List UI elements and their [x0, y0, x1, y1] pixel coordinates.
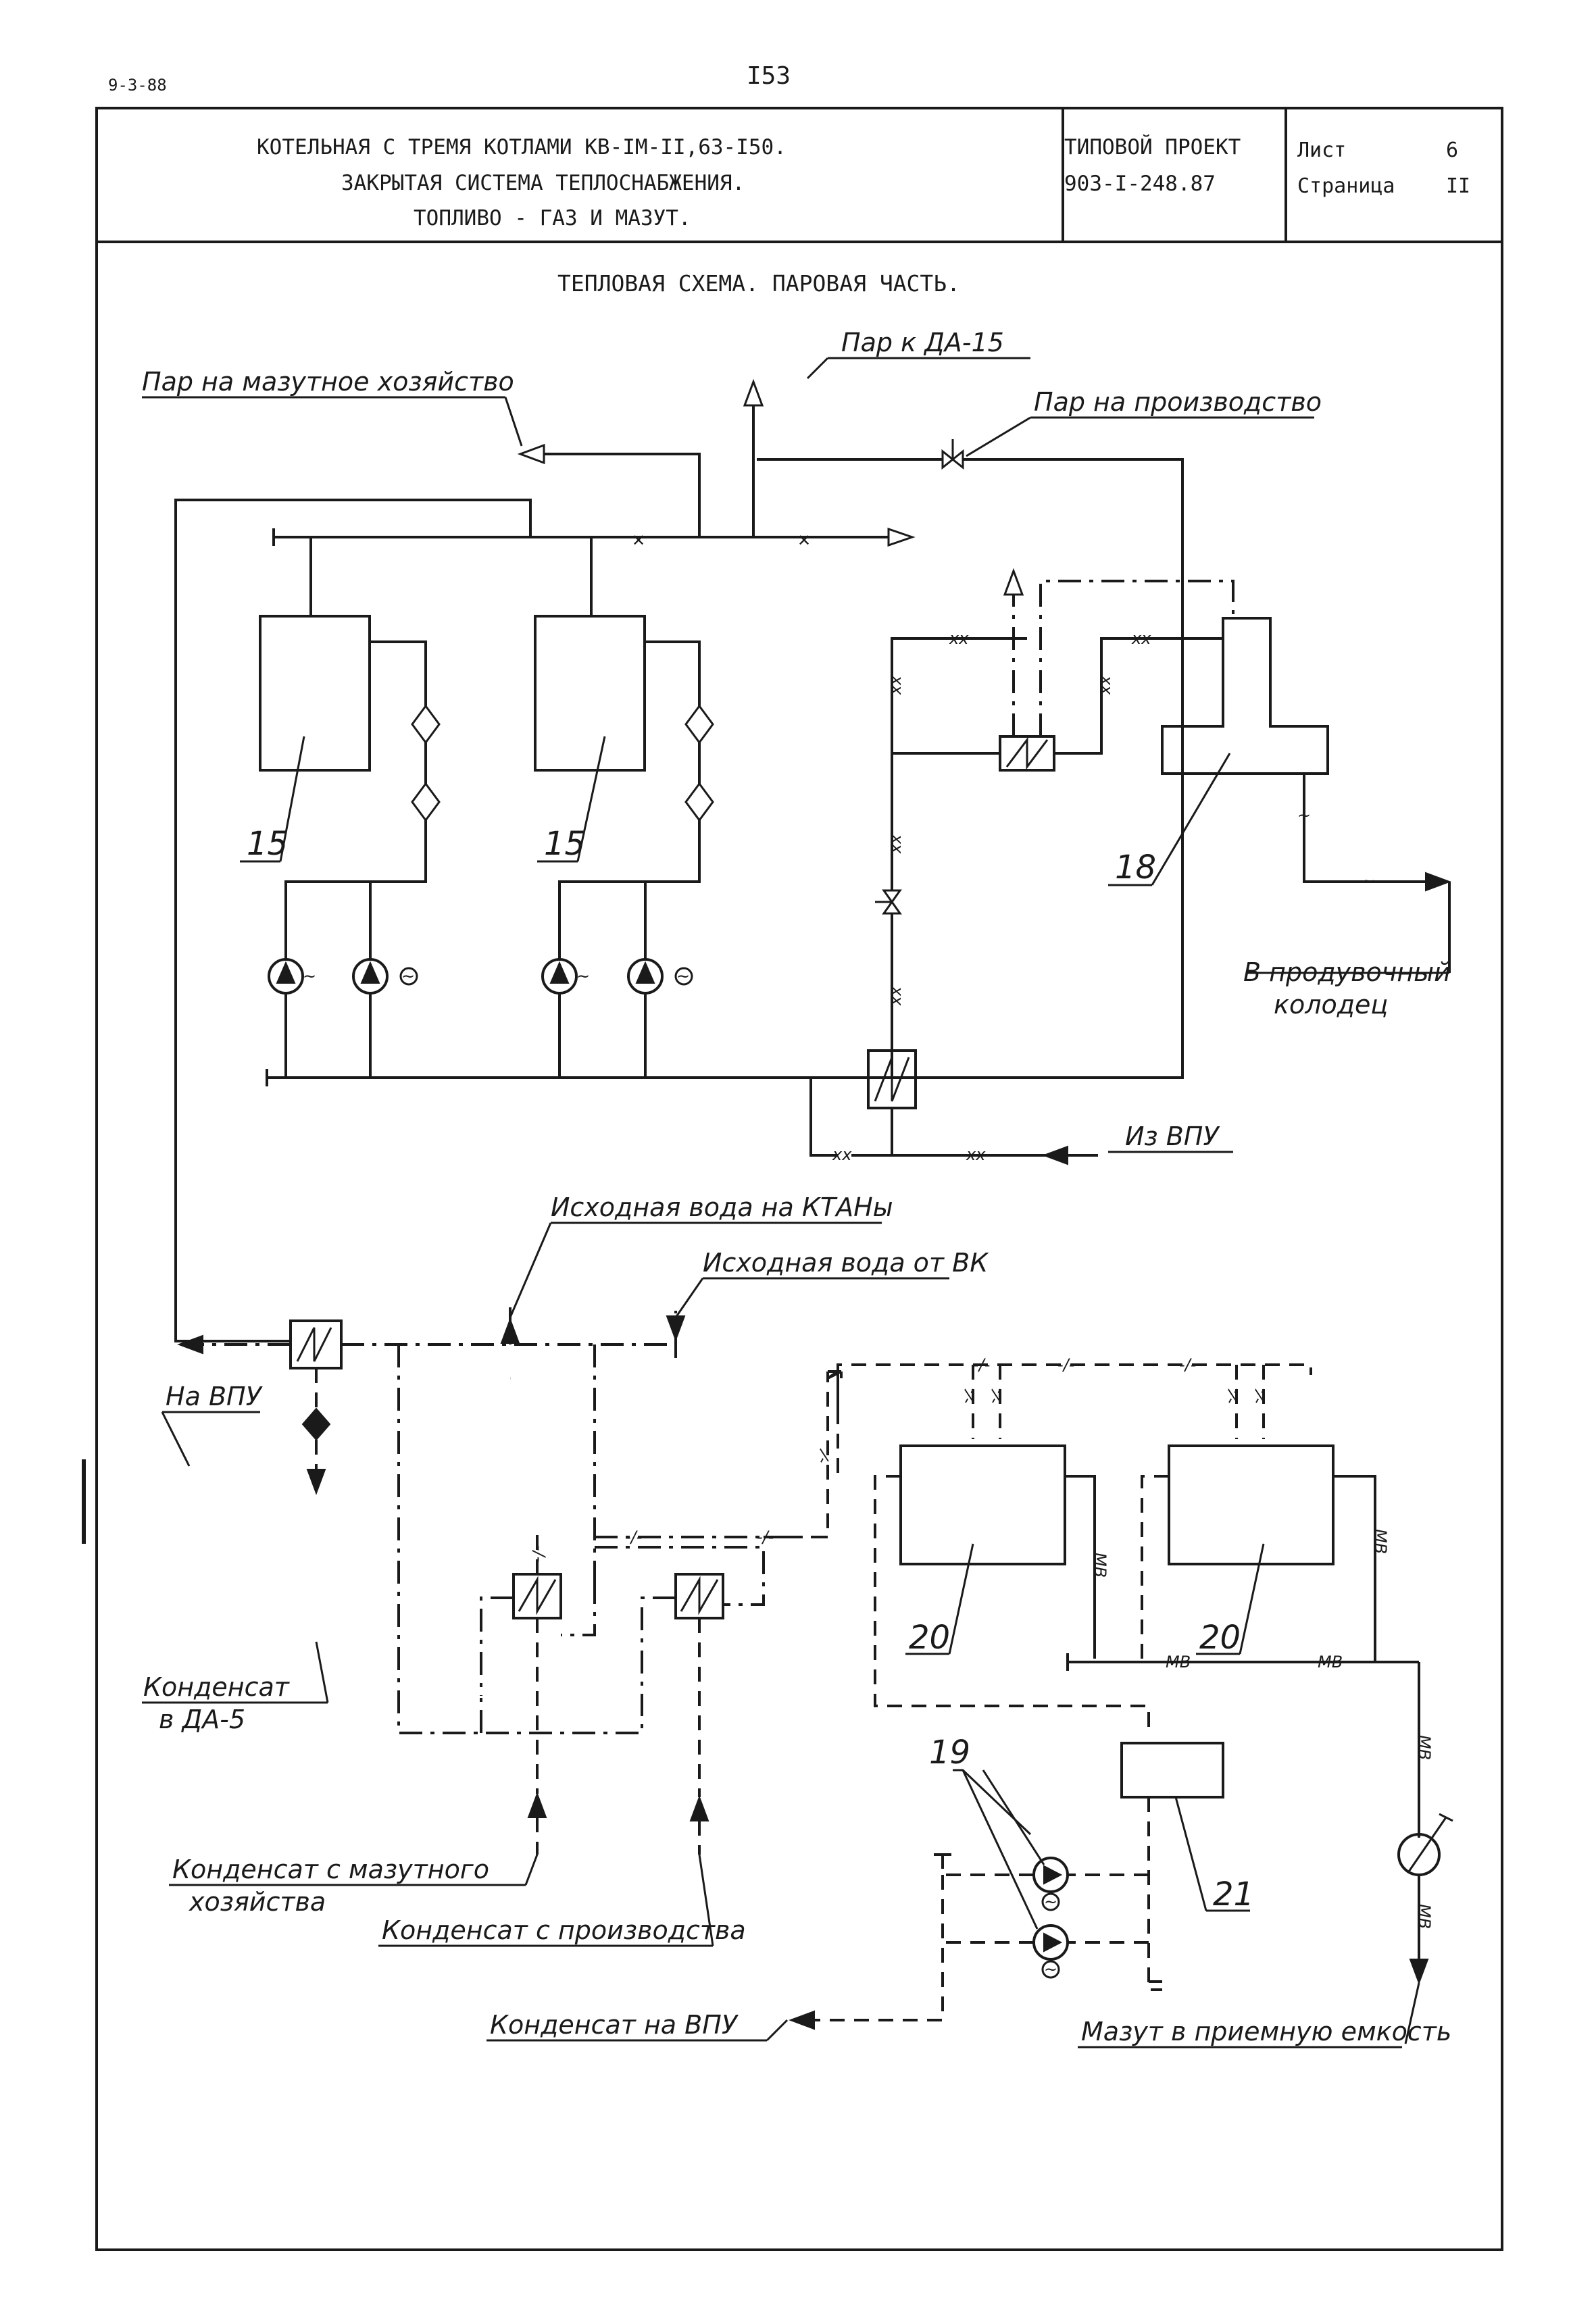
label-steam-fuel-oil: Пар на мазутное хозяйство: [142, 367, 514, 397]
svg-text:~: ~: [1297, 806, 1311, 825]
pump-group-left: ~ ~: [268, 958, 418, 995]
label-steam-production: Пар на производство: [1034, 387, 1322, 417]
label-condensate-fuel-1: Конденсат с мазутного: [172, 1855, 489, 1884]
label-condensate-fuel-2: хозяйства: [189, 1887, 326, 1917]
svg-text:xx: xx: [888, 986, 907, 1006]
svg-text:~: ~: [1044, 1892, 1057, 1911]
svg-text:-/-: -/-: [625, 1528, 642, 1546]
label-tank-left: 20: [909, 1619, 950, 1657]
blowdown-line: [1303, 774, 1426, 883]
right-vertical-line: [963, 458, 1184, 1040]
svg-text:~: ~: [1044, 1960, 1057, 1979]
label-blowdown-2: колодец: [1274, 990, 1388, 1020]
branch-fuel-oil: [544, 453, 701, 537]
svg-text:xx: xx: [888, 834, 907, 854]
svg-text:МВ: МВ: [1415, 1904, 1434, 1929]
label-condensate-da5-2: в ДА-5: [159, 1705, 245, 1734]
svg-text:~: ~: [1362, 872, 1375, 890]
project-number: 903-I-248.87: [1064, 172, 1216, 196]
document-code: 9-3-88: [108, 76, 167, 95]
svg-text:xx: xx: [888, 675, 907, 695]
sheet-frame: [95, 107, 1503, 2251]
sheet-value: 6: [1446, 139, 1459, 162]
svg-text:МВ: МВ: [1371, 1529, 1390, 1554]
title-line-1: КОТЕЛЬНАЯ С ТРЕМЯ КОТЛАМИ КВ-IМ-II,63-I5…: [257, 135, 787, 159]
page-label: Страница: [1297, 174, 1395, 198]
label-tank-21: 21: [1213, 1876, 1254, 1913]
steam-to-heat-exchanger: [174, 499, 532, 1342]
boiler-left: [259, 615, 371, 772]
svg-text:~: ~: [676, 967, 690, 986]
arrow-fuel-oil: [517, 443, 545, 465]
label-from-vpu: Из ВПУ: [1125, 1122, 1220, 1151]
label-condensate-da5-1: Конденсат: [143, 1672, 291, 1702]
svg-text:МВ: МВ: [1166, 1653, 1191, 1671]
arrow-to-vpu: [177, 1334, 203, 1355]
arrow-condensate-da5: [306, 1469, 326, 1495]
label-condensate-production: Конденсат с производства: [382, 1915, 746, 1945]
svg-text:xx: xx: [949, 629, 969, 648]
steam-arrow-right: [887, 527, 916, 547]
arrow-condensate-vpu: [789, 2010, 815, 2030]
tank-left: [899, 1444, 1066, 1565]
label-raw-water-ktan: Исходная вода на КТАНы: [551, 1192, 893, 1222]
sheet-label: Лист: [1297, 139, 1347, 162]
label-to-vpu: На ВПУ: [166, 1382, 264, 1411]
title-line-2: ЗАКРЫТАЯ СИСТЕМА ТЕПЛОСНАБЖЕНИЯ.: [341, 171, 745, 195]
label-steam-da15: Пар к ДА-15: [841, 328, 1004, 357]
svg-text:~: ~: [576, 967, 590, 986]
svg-text:-/-: -/-: [1179, 1355, 1196, 1374]
return-line: [267, 1040, 1184, 1079]
svg-text:МВ: МВ: [1415, 1735, 1434, 1760]
arrow-blowdown: [1425, 872, 1451, 892]
svg-text:-/-: -/-: [757, 1528, 774, 1546]
svg-text:-/-: -/-: [1057, 1355, 1074, 1374]
label-tank-right: 20: [1199, 1619, 1241, 1657]
diagram-title: ТЕПЛОВАЯ СХЕМА. ПАРОВАЯ ЧАСТЬ.: [557, 270, 961, 297]
arrow-da15: [743, 378, 764, 407]
arrow-fuel-oil-tank: [1409, 1959, 1429, 1985]
svg-text:xx: xx: [1097, 675, 1116, 695]
label-raw-water-vk: Исходная вода от ВК: [703, 1248, 989, 1278]
svg-text:-/-: -/-: [973, 1355, 990, 1374]
page-number: I53: [747, 62, 791, 90]
svg-text:~: ~: [303, 967, 316, 986]
label-condensate-vpu: Конденсат на ВПУ: [490, 2010, 739, 2040]
svg-text:xx: xx: [832, 1145, 852, 1164]
label-pumps: 19: [929, 1734, 970, 1771]
project-label: ТИПОВОЙ ПРОЕКТ: [1064, 135, 1241, 159]
svg-text:~: ~: [401, 967, 415, 986]
chem-water-vertical: [891, 637, 1027, 1078]
label-fuel-oil-tank: Мазут в приемную емкость: [1081, 2017, 1451, 2046]
label-separator: 18: [1115, 849, 1156, 886]
svg-text:МВ: МВ: [1318, 1653, 1343, 1671]
label-blowdown-1: В продувочный: [1243, 957, 1451, 987]
svg-text:xx: xx: [966, 1145, 986, 1164]
pump-group-right: ~ ~: [541, 958, 693, 995]
tank-21: [1120, 1742, 1224, 1799]
page-value: II: [1446, 174, 1471, 198]
svg-text:МВ: МВ: [1091, 1553, 1109, 1578]
restrictor-mark-1: ✕: [632, 531, 645, 550]
restrictor-mark-2: ✕: [797, 531, 811, 550]
separator-18: [1161, 617, 1329, 775]
title-line-3: ТОПЛИВО - ГАЗ И МАЗУТ.: [414, 206, 691, 230]
svg-text:-/-: -/-: [530, 1545, 549, 1562]
tank-right: [1168, 1444, 1335, 1565]
